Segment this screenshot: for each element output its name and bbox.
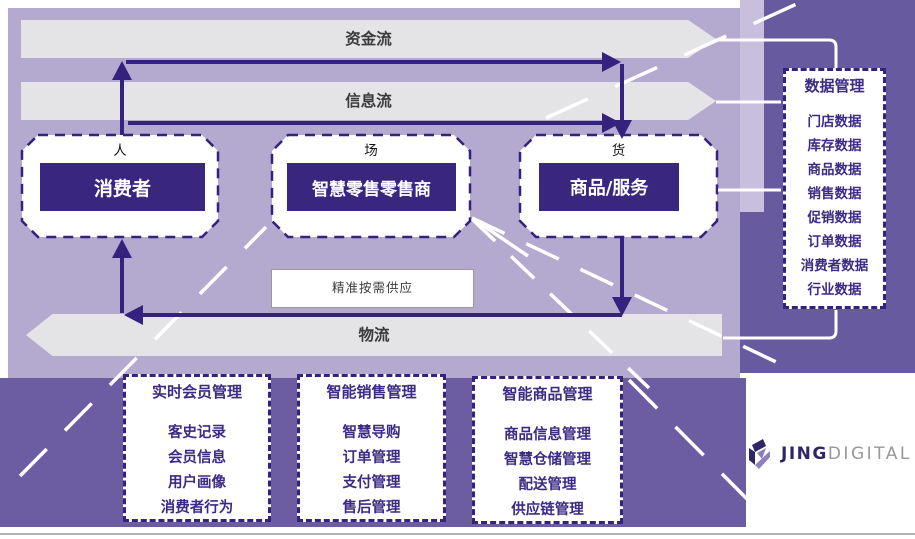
right-light-strip [740, 0, 764, 212]
panel-item: 用户画像 [168, 475, 226, 491]
panel-items: 客史记录 会员信息 用户画像 消费者行为 [126, 421, 268, 521]
node-consumer: 消费者 [40, 163, 205, 211]
member-management-panel: 实时会员管理 客史记录 会员信息 用户画像 消费者行为 [123, 374, 271, 522]
panel-item: 会员信息 [168, 450, 226, 466]
product-management-panel: 智能商品管理 商品信息管理 智慧仓储管理 配送管理 供应链管理 [472, 376, 623, 524]
logo-text-bold: JING [781, 444, 828, 464]
data-item: 行业数据 [807, 282, 862, 298]
data-item: 促销数据 [807, 210, 862, 226]
panel-item: 供应链管理 [511, 502, 584, 518]
node-retailer: 智慧零售零售商 [287, 163, 456, 211]
band-capital-flow: 资金流 [21, 20, 716, 58]
panel-item: 客史记录 [168, 425, 226, 441]
panel-title: 智能销售管理 [326, 383, 417, 401]
jingdigital-logo-icon [749, 438, 770, 469]
panel-item: 售后管理 [342, 500, 401, 516]
supply-label-box: 精准按需供应 [271, 269, 474, 308]
panel-items: 商品信息管理 智慧仓储管理 配送管理 供应链管理 [475, 423, 620, 523]
panel-item: 智慧仓储管理 [504, 452, 591, 468]
bottom-divider-line [0, 533, 915, 535]
panel-item: 智慧导购 [342, 425, 401, 441]
data-management-panel: 数据管理 门店数据 库存数据 商品数据 销售数据 促销数据 订单数据 消费者数据… [783, 68, 886, 309]
data-item: 库存数据 [807, 138, 862, 154]
logo-text-light: DIGITAL [827, 444, 912, 464]
band-logistics-label: 物流 [358, 326, 390, 344]
band-logistics-flow: 物流 [26, 314, 722, 356]
entity-tag-goods: 货 [611, 143, 626, 159]
panel-title: 智能商品管理 [502, 385, 593, 403]
node-goods: 商品/服务 [539, 163, 679, 211]
data-item: 商品数据 [807, 162, 862, 178]
band-capital-label: 资金流 [345, 30, 392, 48]
band-info-flow: 信息流 [21, 82, 716, 120]
band-info-label: 信息流 [345, 92, 392, 110]
data-item: 订单数据 [807, 234, 862, 250]
data-item: 门店数据 [807, 114, 862, 130]
data-item: 消费者数据 [800, 258, 869, 274]
panel-items: 智慧导购 订单管理 支付管理 售后管理 [300, 421, 443, 521]
entity-tag-place: 场 [364, 143, 378, 159]
data-item: 销售数据 [807, 186, 862, 202]
data-panel-items: 门店数据 库存数据 商品数据 销售数据 促销数据 订单数据 消费者数据 行业数据 [786, 110, 883, 302]
sales-management-panel: 智能销售管理 智慧导购 订单管理 支付管理 售后管理 [297, 374, 446, 522]
panel-item: 商品信息管理 [504, 427, 591, 443]
panel-item: 配送管理 [518, 477, 577, 493]
entity-tag-person: 人 [113, 143, 127, 159]
panel-item: 支付管理 [342, 475, 401, 491]
data-panel-title: 数据管理 [804, 77, 865, 95]
panel-item: 订单管理 [342, 450, 401, 466]
panel-item: 消费者行为 [160, 500, 234, 516]
panel-title: 实时会员管理 [151, 383, 242, 401]
